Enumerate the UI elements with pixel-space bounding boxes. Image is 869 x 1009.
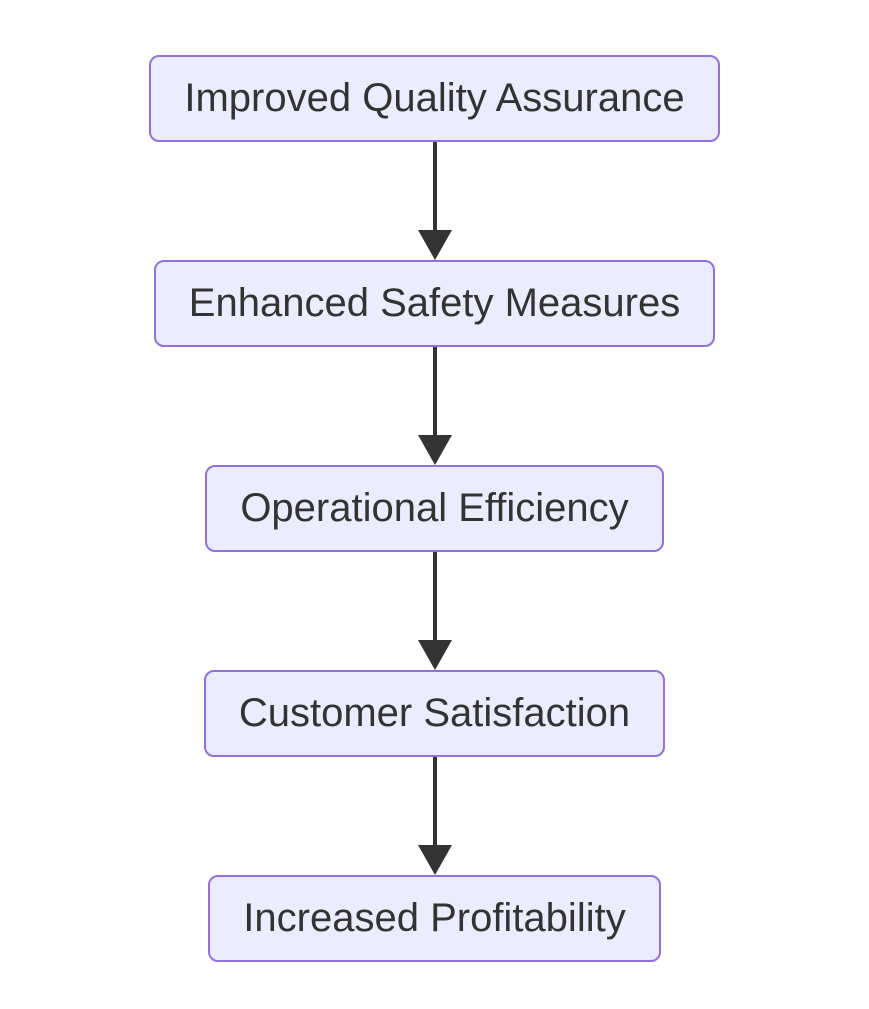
arrowhead-down-icon bbox=[417, 845, 452, 875]
flowchart-node-improved-quality-assurance: Improved Quality Assurance bbox=[149, 55, 720, 142]
flowchart-edge-2 bbox=[417, 347, 452, 465]
node-label: Enhanced Safety Measures bbox=[188, 281, 681, 325]
flowchart-node-customer-satisfaction: Customer Satisfaction bbox=[203, 670, 666, 757]
flowchart-edge-1 bbox=[417, 142, 452, 260]
arrowhead-down-icon bbox=[417, 435, 452, 465]
edge-line bbox=[432, 552, 437, 641]
flowchart-node-operational-efficiency: Operational Efficiency bbox=[205, 465, 664, 552]
edge-line bbox=[432, 757, 437, 846]
edge-line bbox=[432, 347, 437, 436]
flowchart-edge-4 bbox=[417, 757, 452, 875]
node-label: Increased Profitability bbox=[243, 896, 626, 940]
arrowhead-down-icon bbox=[417, 230, 452, 260]
flowchart-node-increased-profitability: Increased Profitability bbox=[208, 875, 661, 962]
flowchart-edge-3 bbox=[417, 552, 452, 670]
node-label: Improved Quality Assurance bbox=[184, 76, 685, 120]
edge-line bbox=[432, 142, 437, 231]
arrowhead-down-icon bbox=[417, 640, 452, 670]
node-label: Customer Satisfaction bbox=[238, 691, 631, 735]
flowchart-node-enhanced-safety-measures: Enhanced Safety Measures bbox=[153, 260, 716, 347]
node-label: Operational Efficiency bbox=[240, 486, 629, 530]
